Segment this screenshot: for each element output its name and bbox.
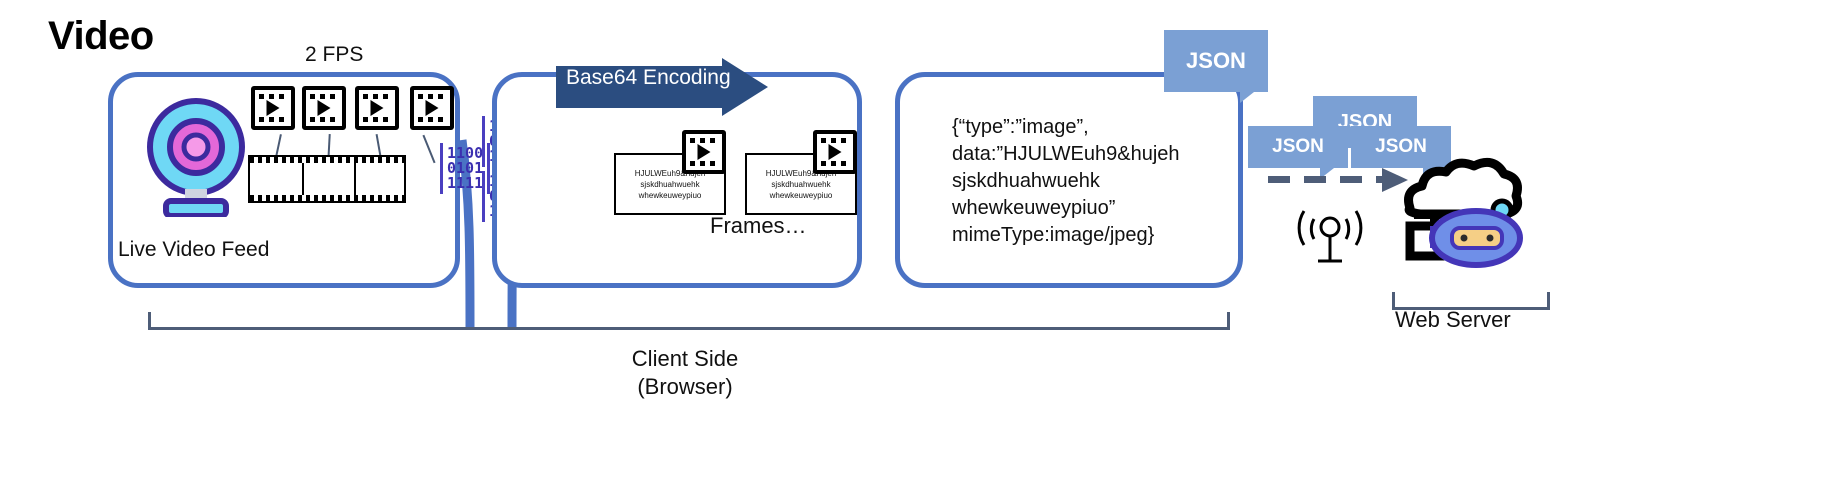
encoded-frame-text: HJULWEuh9&hujeh sjskdhuahwuehk whewkeuwe… (634, 168, 706, 200)
film-perforation-bottom (259, 117, 287, 122)
film-perforation-top (821, 138, 849, 143)
encoded-frame-text: HJULWEuh9&hujeh sjskdhuahwuehk whewkeuwe… (765, 168, 837, 200)
json-tag-label: JSON (1272, 136, 1324, 157)
webcam-icon (147, 98, 245, 217)
film-perforation-top (690, 138, 718, 143)
film-strip (248, 155, 406, 203)
play-triangle-icon (266, 100, 280, 116)
binary-row: 1100 (447, 144, 484, 162)
base64-arrow-shape (556, 58, 768, 116)
json-tag-tail (1240, 92, 1254, 103)
encoded-frame-card: HJULWEuh9&hujeh sjskdhuahwuehk whewkeuwe… (614, 130, 726, 215)
json-tag: JSON (1248, 126, 1348, 179)
film-perforation-bottom (363, 117, 391, 122)
film-perforation-bottom (250, 195, 404, 201)
arrow-body (556, 66, 728, 108)
server-side-bracket (1392, 292, 1550, 310)
base64-encoding-label: Base64 Encoding (566, 66, 731, 89)
encoded-frame-card: HJULWEuh9&hujeh sjskdhuahwuehk whewkeuwe… (745, 130, 857, 215)
transmit-arrow-head (1382, 168, 1408, 192)
web-server-label: Web Server (1395, 307, 1511, 332)
play-triangle-icon (425, 100, 439, 116)
play-triangle-icon (697, 144, 711, 160)
json-payload-text: {“type”:”image”, data:”HJULWEuh9&hujeh s… (952, 116, 1180, 246)
film-perforation-top (250, 157, 404, 163)
film-cell-divider (302, 163, 304, 195)
video-clip-icon (682, 130, 726, 174)
play-triangle-icon (370, 100, 384, 116)
web-server-robot-icon (1404, 157, 1523, 268)
film-perforation-top (363, 94, 391, 99)
panel-json-payload (895, 72, 1243, 288)
antenna-icon (1297, 210, 1363, 263)
fps-label: 2 FPS (305, 43, 364, 66)
film-perforation-bottom (310, 117, 338, 122)
play-triangle-icon (828, 144, 842, 160)
json-tag-label: JSON (1375, 136, 1427, 157)
json-tag-label: JSON (1186, 48, 1246, 73)
film-perforation-bottom (418, 117, 446, 122)
video-clip-icon (410, 86, 454, 130)
binary-row: 1111 (447, 174, 484, 192)
play-triangle-icon (317, 100, 331, 116)
video-clip-icon (813, 130, 857, 174)
client-side-bracket (148, 312, 1230, 330)
film-perforation-bottom (690, 161, 718, 166)
film-cell-divider (354, 163, 356, 195)
video-clip-icon (302, 86, 346, 130)
video-clip-icon (355, 86, 399, 130)
binary-block: 1100 0101 1111 (440, 143, 491, 194)
json-tag-tail (1320, 168, 1334, 179)
arrow-head (722, 58, 768, 116)
json-tag: JSON (1164, 30, 1268, 103)
film-perforation-top (310, 94, 338, 99)
frames-label: Frames… (710, 213, 807, 238)
film-perforation-bottom (821, 161, 849, 166)
film-perforation-top (418, 94, 446, 99)
binary-row: 0101 (447, 159, 484, 177)
client-side-label: Client Side (Browser) (631, 346, 739, 399)
page-title: Video (48, 14, 154, 58)
transmit-dashed-line (1268, 176, 1394, 183)
live-video-feed-label: Live Video Feed (118, 238, 270, 261)
video-clip-icon (251, 86, 295, 130)
film-perforation-top (259, 94, 287, 99)
